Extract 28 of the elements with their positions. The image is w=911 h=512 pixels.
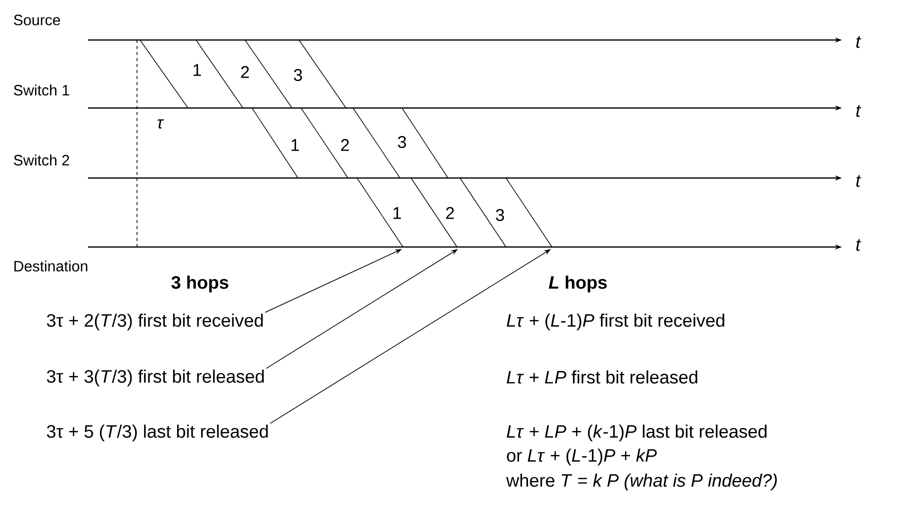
time-label: t — [856, 239, 862, 251]
formula-text: 3τ + 2(T/3) first bit received — [46, 314, 263, 330]
formula-text: Lτ + LP + (k-1)P last bit released — [506, 424, 767, 442]
packet-number: 1 — [194, 64, 201, 76]
packet-number: 2 — [446, 207, 454, 219]
time-label: t — [856, 105, 862, 117]
formula-text: Lτ + LP first bit released — [506, 370, 698, 384]
formula-text: Lτ + (L-1)P first bit received — [506, 314, 724, 330]
time-label: t — [856, 36, 862, 48]
packet-number: 1 — [292, 139, 299, 151]
delay-label: τ — [157, 119, 164, 129]
column-heading: 3 hops — [171, 276, 228, 292]
time-label: t — [856, 175, 862, 187]
packet-number: 2 — [341, 139, 349, 151]
lane-label: Source — [14, 14, 60, 26]
formula-text: 3τ + 5 (T/3) last bit released — [46, 424, 268, 442]
lane-label: Destination — [14, 260, 88, 272]
packet-number: 2 — [241, 66, 249, 78]
formula-text: 3τ + 3(T/3) first bit released — [46, 370, 264, 386]
formula-text: or Lτ + (L-1)P + kP — [506, 448, 657, 466]
packet-number: 1 — [394, 207, 401, 219]
packet-number: 3 — [294, 68, 302, 82]
lane-label: Switch 1 — [14, 84, 70, 96]
packet-number: 3 — [398, 136, 406, 148]
column-heading: L hops — [548, 276, 607, 292]
formula-text: where T = k P (what is P indeed?) — [506, 474, 777, 490]
packet-number: 3 — [496, 208, 504, 222]
lane-label: Switch 2 — [14, 154, 70, 166]
